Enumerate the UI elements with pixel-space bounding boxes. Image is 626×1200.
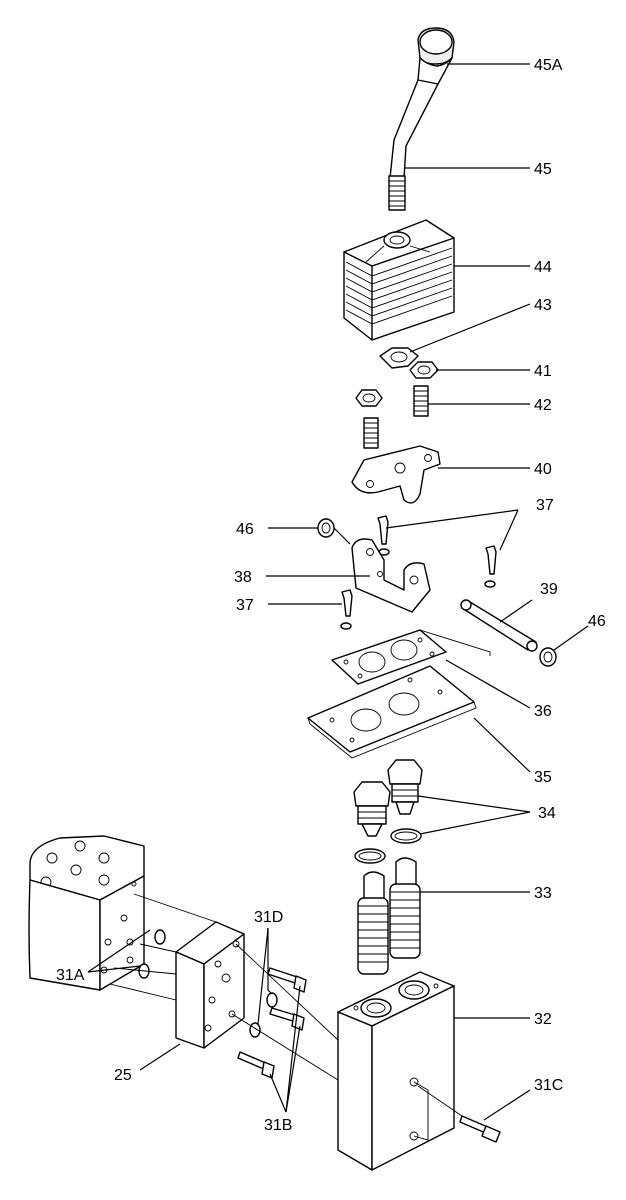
label-45: 45 — [534, 161, 552, 178]
label-43: 43 — [534, 297, 552, 314]
part-25-block — [175, 921, 245, 1049]
part-46-clip-right — [539, 647, 557, 667]
part-44-boot — [343, 219, 455, 341]
part-40-plate — [351, 445, 441, 504]
label-46-upper: 46 — [236, 521, 254, 538]
part-31C-bolt — [459, 1115, 501, 1143]
label-39: 39 — [540, 581, 558, 598]
part-46-clip-left — [317, 518, 335, 538]
label-31C: 31C — [534, 1077, 563, 1094]
label-37-lower: 37 — [236, 597, 254, 614]
part-41-nut — [409, 361, 439, 379]
label-40: 40 — [534, 461, 552, 478]
label-44: 44 — [534, 259, 552, 276]
part-32-valve-body — [337, 971, 455, 1171]
part-34-plungers — [353, 759, 423, 864]
part-36-gasket — [331, 629, 491, 685]
part-42-studs — [355, 385, 429, 449]
label-35: 35 — [534, 769, 552, 786]
part-43-nut — [379, 347, 419, 369]
label-42: 42 — [534, 397, 552, 414]
part-35-plate — [307, 665, 477, 759]
label-36: 36 — [534, 703, 552, 720]
label-33: 33 — [534, 885, 552, 902]
label-37-upper: 37 — [536, 497, 554, 514]
part-pump-unit — [28, 835, 145, 991]
part-31D-orings — [249, 992, 278, 1038]
label-38: 38 — [234, 569, 252, 586]
part-39-pin — [460, 599, 538, 652]
part-38-bracket — [351, 538, 431, 613]
label-25: 25 — [114, 1067, 132, 1084]
part-labels: 45A 45 44 43 41 42 40 46 37 38 39 37 46 … — [56, 57, 606, 1134]
part-37-screws — [340, 515, 497, 630]
part-45A-knob — [417, 27, 455, 87]
label-31A: 31A — [56, 967, 85, 984]
assembly-guide-lines — [109, 893, 463, 1141]
label-31D: 31D — [254, 909, 283, 926]
part-45-lever — [388, 79, 439, 211]
leader-lines — [87, 63, 589, 1121]
part-33-springs — [357, 857, 421, 975]
label-46-lower: 46 — [588, 613, 606, 630]
label-31B: 31B — [264, 1117, 292, 1134]
label-34: 34 — [538, 805, 556, 822]
label-32: 32 — [534, 1011, 552, 1028]
label-45A: 45A — [534, 57, 563, 74]
label-41: 41 — [534, 363, 552, 380]
